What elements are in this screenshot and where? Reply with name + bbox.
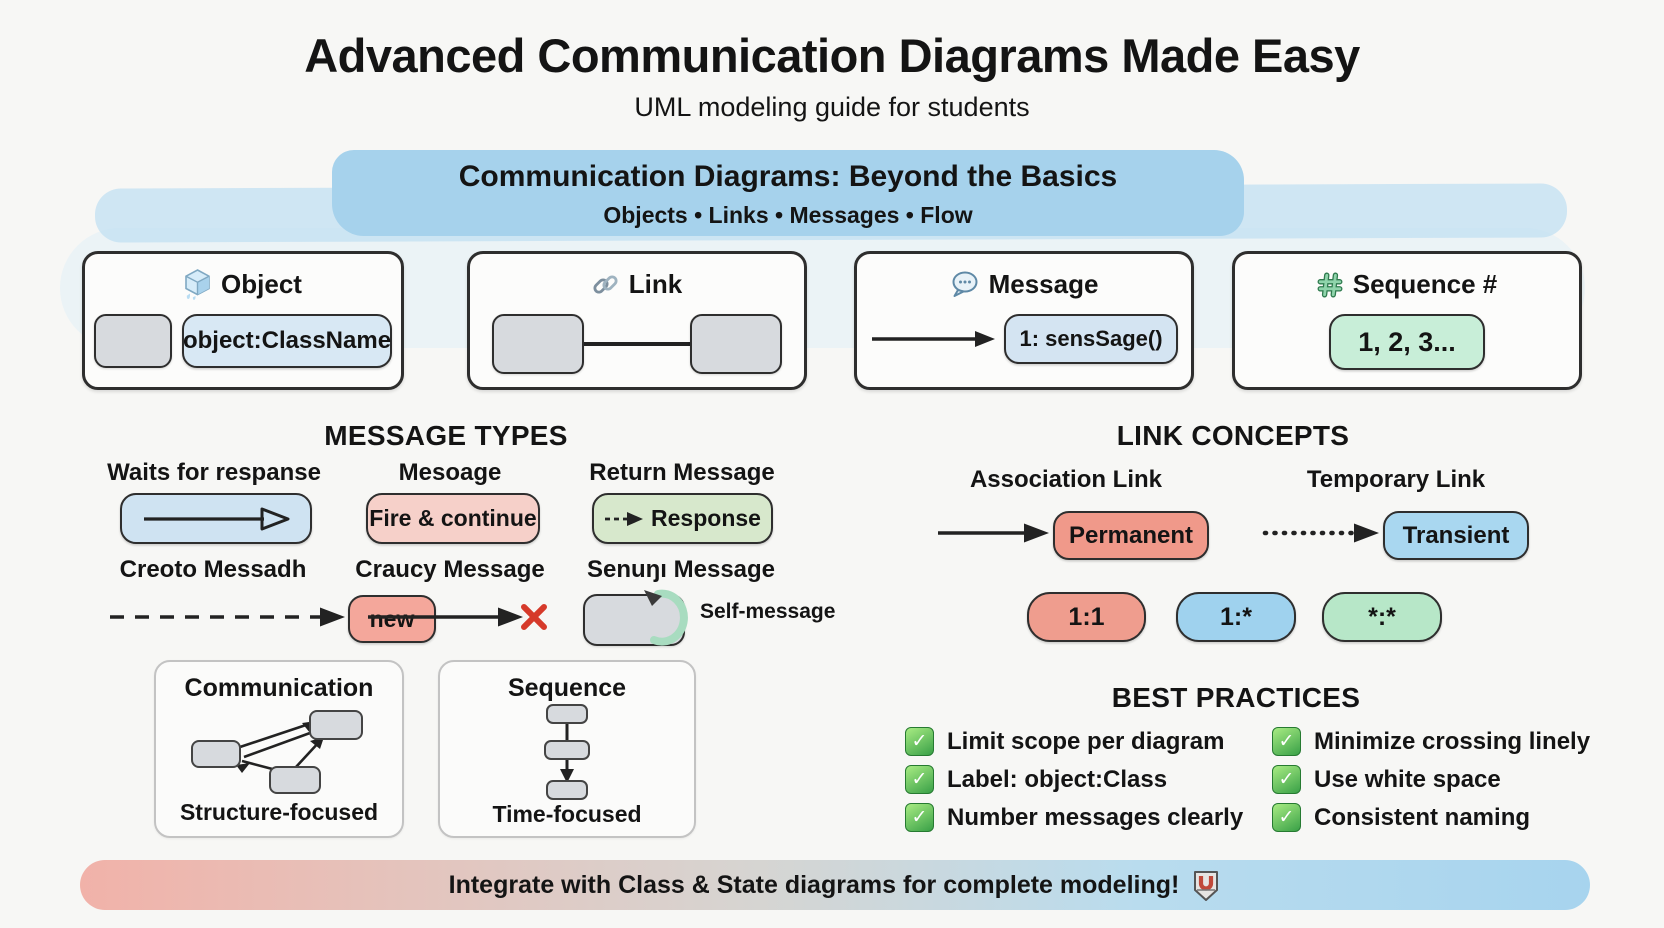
best-practice-item: ✓ Limit scope per diagram xyxy=(905,727,1224,756)
hash-icon xyxy=(1317,272,1343,298)
sequence-chain-diagram xyxy=(535,703,599,801)
communication-network-diagram xyxy=(184,703,374,799)
concept-card-message: Message 1: sensSage() xyxy=(854,251,1194,390)
concept-card-sequence: Sequence # 1, 2, 3... xyxy=(1232,251,1582,390)
link-card-title: Link xyxy=(628,269,683,299)
best-practice-text: Consistent naming xyxy=(1314,803,1531,831)
sync-message-label: Waits for respanse xyxy=(107,459,321,486)
communication-card-caption: Structure-focused xyxy=(179,799,379,825)
concept-card-link: Link xyxy=(467,251,807,390)
temporary-dotted-arrow xyxy=(1262,520,1380,546)
communication-diagram-card: Communication Structure-focused xyxy=(154,660,404,838)
object-card-title: Object xyxy=(221,269,302,299)
create-dashed-arrow xyxy=(108,604,346,630)
best-practice-text: Number messages clearly xyxy=(947,803,1244,831)
best-practice-item: ✓ Minimize crossing linely xyxy=(1272,727,1590,756)
sync-arrow-pill xyxy=(120,493,312,544)
best-practices-title: BEST PRACTICES xyxy=(1111,682,1361,713)
message-arrow xyxy=(870,328,996,350)
link-concepts-title: LINK CONCEPTS xyxy=(1116,420,1350,451)
sequence-card-header: Sequence # xyxy=(1317,269,1498,300)
sync-arrow-icon xyxy=(140,505,292,533)
return-message-label: Return Message xyxy=(589,459,775,486)
banner-heading: Communication Diagrams: Beyond the Basic… xyxy=(458,160,1118,193)
ice-cube-icon xyxy=(184,269,211,300)
concept-card-object: Object object:ClassName xyxy=(82,251,404,390)
check-icon: ✓ xyxy=(905,727,934,756)
create-message-label: Creoto Messadh xyxy=(119,556,307,583)
footer-banner: Integrate with Class & State diagrams fo… xyxy=(80,860,1590,910)
link-line xyxy=(584,342,690,346)
destroy-message-label: Craucy Message xyxy=(355,556,545,583)
self-message-label: Senuŋı Message xyxy=(586,556,776,583)
multiplicity-one-to-one-pill: 1:1 xyxy=(1027,592,1146,642)
return-message-pill: Response xyxy=(592,493,773,544)
uml-badge-icon xyxy=(1191,869,1221,902)
self-loop-icon xyxy=(640,586,692,648)
best-practice-text: Limit scope per diagram xyxy=(947,727,1225,755)
message-card-header: Message xyxy=(950,269,1099,300)
footer-text: Integrate with Class & State diagrams fo… xyxy=(448,870,1180,899)
association-permanent-pill: Permanent xyxy=(1053,511,1209,560)
check-icon: ✓ xyxy=(905,803,934,832)
association-arrow xyxy=(936,520,1050,546)
sequence-mini-card-title: Sequence xyxy=(507,674,627,702)
best-practice-item: ✓ Number messages clearly xyxy=(905,803,1243,832)
sequence-diagram-card: Sequence Time-focused xyxy=(438,660,696,838)
check-icon: ✓ xyxy=(1272,765,1301,794)
best-practice-item: ✓ Consistent naming xyxy=(1272,803,1530,832)
best-practice-text: Use white space xyxy=(1314,765,1501,793)
object-card-header: Object xyxy=(184,269,302,300)
object-name-pill: object:ClassName xyxy=(182,314,392,368)
multiplicity-many-to-many-pill: *:* xyxy=(1322,592,1442,642)
message-card-title: Message xyxy=(988,269,1099,299)
banner-subheading: Objects • Links • Messages • Flow xyxy=(603,202,973,228)
page-subtitle: UML modeling guide for students xyxy=(634,92,1030,122)
check-icon: ✓ xyxy=(905,765,934,794)
best-practice-item: ✓ Label: object:Class xyxy=(905,765,1167,794)
link-object-left xyxy=(492,314,584,374)
check-icon: ✓ xyxy=(1272,803,1301,832)
page-title: Advanced Communication Diagrams Made Eas… xyxy=(304,29,1360,82)
message-label-pill: 1: sensSage() xyxy=(1004,314,1178,364)
sequence-card-caption: Time-focused xyxy=(492,801,642,827)
best-practice-text: Label: object:Class xyxy=(947,765,1168,793)
watercolor-banner xyxy=(332,150,1244,236)
temporary-link-label: Temporary Link xyxy=(1306,466,1486,493)
async-message-pill: Fire & continue xyxy=(366,493,540,544)
return-pill-text: Response xyxy=(651,505,761,531)
destroy-x-icon xyxy=(518,601,550,633)
best-practice-item: ✓ Use white space xyxy=(1272,765,1501,794)
link-card-header: Link xyxy=(592,269,682,300)
association-link-label: Association Link xyxy=(969,466,1163,493)
best-practice-text: Minimize crossing linely xyxy=(1314,727,1591,755)
sequence-card-title: Sequence # xyxy=(1352,269,1498,299)
temporary-transient-pill: Transient xyxy=(1383,511,1529,560)
chain-link-icon xyxy=(592,271,619,298)
link-object-right xyxy=(690,314,782,374)
communication-card-title: Communication xyxy=(184,674,374,702)
async-message-label: Mesoage xyxy=(398,459,502,486)
object-shape xyxy=(94,314,172,368)
speech-bubble-icon xyxy=(950,271,979,298)
sequence-numbers-pill: 1, 2, 3... xyxy=(1329,314,1485,370)
destroy-arrow xyxy=(366,604,524,630)
message-types-title: MESSAGE TYPES xyxy=(324,420,568,451)
check-icon: ✓ xyxy=(1272,727,1301,756)
return-arrow-icon xyxy=(604,509,644,529)
self-message-caption: Self-message xyxy=(700,600,836,623)
multiplicity-one-to-many-pill: 1:* xyxy=(1176,592,1296,642)
